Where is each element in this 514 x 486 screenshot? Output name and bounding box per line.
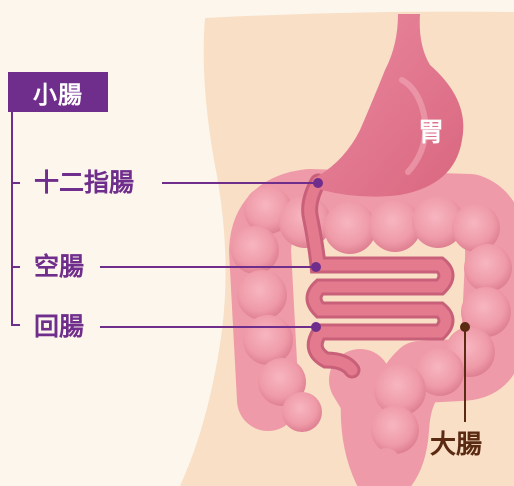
duodenum-label: 十二指腸 bbox=[34, 168, 134, 198]
ileum-marker bbox=[311, 322, 321, 332]
small-intestine-bracket bbox=[12, 112, 20, 325]
jejunum-marker bbox=[311, 262, 321, 272]
small-intestine-title: 小腸 bbox=[8, 72, 108, 112]
ileum-label: 回腸 bbox=[34, 312, 84, 342]
large-intestine-label: 大腸 bbox=[430, 424, 482, 461]
large-intestine-marker bbox=[460, 322, 470, 332]
jejunum-label: 空腸 bbox=[34, 252, 84, 282]
duodenum-marker bbox=[313, 178, 323, 188]
stomach-label: 胃 bbox=[418, 112, 444, 149]
